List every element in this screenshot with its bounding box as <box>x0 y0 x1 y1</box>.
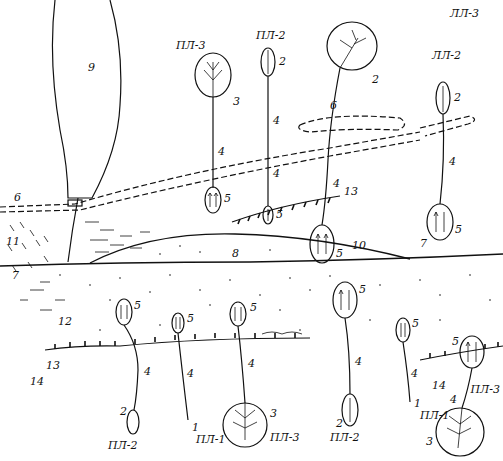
callout-number: 3 <box>233 96 240 108</box>
callout-number: 4 <box>144 366 151 378</box>
callout-number: 5 <box>250 302 257 314</box>
callout-number: 7 <box>12 270 19 282</box>
plant <box>116 299 139 434</box>
callout-number: 5 <box>336 248 343 260</box>
callout-number: 5 <box>224 193 231 205</box>
plant <box>172 313 188 420</box>
plant-label: ПЛ-2 <box>108 440 138 452</box>
callout-number: 4 <box>411 368 418 380</box>
plant-label: ПЛ-2 <box>256 30 286 42</box>
ticks <box>430 342 498 358</box>
callout-number: 2 <box>120 406 127 418</box>
callout-number: 4 <box>449 156 456 168</box>
clip <box>68 200 82 206</box>
callout-number: 1 <box>192 422 199 434</box>
callout-number: 2 <box>372 74 379 86</box>
callout-number: 3 <box>426 436 433 448</box>
wave <box>262 332 302 334</box>
plant-label: ПЛ-1 <box>420 410 450 422</box>
callout-number: 4 <box>333 178 340 190</box>
callout-number: 5 <box>134 300 141 312</box>
plant-label: ЛЛ-3 <box>450 8 479 20</box>
plant <box>223 302 267 447</box>
callout-number: 4 <box>450 394 457 406</box>
callout-number: 2 <box>454 92 461 104</box>
dashed-loop <box>420 116 475 136</box>
callout-number: 11 <box>6 236 20 248</box>
callout-number: 5 <box>412 318 419 330</box>
callout-number: 5 <box>276 209 283 221</box>
plant <box>310 22 377 263</box>
root-line <box>68 198 78 262</box>
callout-number: 6 <box>14 192 21 204</box>
dashed-line <box>0 140 420 212</box>
callout-number: 4 <box>273 115 280 127</box>
hatching <box>8 222 150 310</box>
plant-label: ПЛ-2 <box>330 432 360 444</box>
ticked-line <box>420 346 503 360</box>
callout-number: 14 <box>432 380 446 392</box>
plant <box>436 336 484 456</box>
callout-number: 1 <box>414 398 421 410</box>
mound-8 <box>90 234 410 263</box>
plant-label: ЛЛ-2 <box>432 50 461 62</box>
callout-number: 7 <box>420 238 427 250</box>
callout-number: 4 <box>273 168 280 180</box>
callout-number: 10 <box>352 240 366 252</box>
callout-number: 2 <box>336 418 343 430</box>
callout-number: 2 <box>279 56 286 68</box>
callout-number: 4 <box>355 356 362 368</box>
callout-number: 12 <box>58 316 72 328</box>
callout-number: 5 <box>187 313 194 325</box>
tongue-outline <box>52 0 120 198</box>
plant-label: ПЛ-3 <box>471 384 501 396</box>
plant-label: ПЛ-3 <box>176 40 206 52</box>
dashed-loop <box>299 116 405 132</box>
callout-number: 4 <box>187 368 194 380</box>
callout-number: 5 <box>452 336 459 348</box>
callout-number: 3 <box>270 408 277 420</box>
callout-number: 5 <box>455 224 462 236</box>
stipple <box>59 245 491 331</box>
plant <box>261 48 275 224</box>
callout-number: 13 <box>46 360 60 372</box>
plant <box>333 282 358 426</box>
plant-label: ПЛ-3 <box>270 432 300 444</box>
dashed-line <box>0 132 420 207</box>
callout-number: 6 <box>330 100 337 112</box>
ticks <box>238 198 330 224</box>
plant <box>195 53 231 213</box>
callout-number: 5 <box>359 284 366 296</box>
callout-number: 14 <box>30 376 44 388</box>
callout-number: 9 <box>88 62 95 74</box>
callout-number: 13 <box>344 186 358 198</box>
plant <box>396 318 410 402</box>
callout-number: 4 <box>248 358 255 370</box>
line-7 <box>0 254 503 266</box>
ticks <box>55 333 295 349</box>
plant-label: ПЛ-1 <box>196 434 226 446</box>
callout-number: 4 <box>218 146 225 158</box>
callout-number: 8 <box>232 248 239 260</box>
